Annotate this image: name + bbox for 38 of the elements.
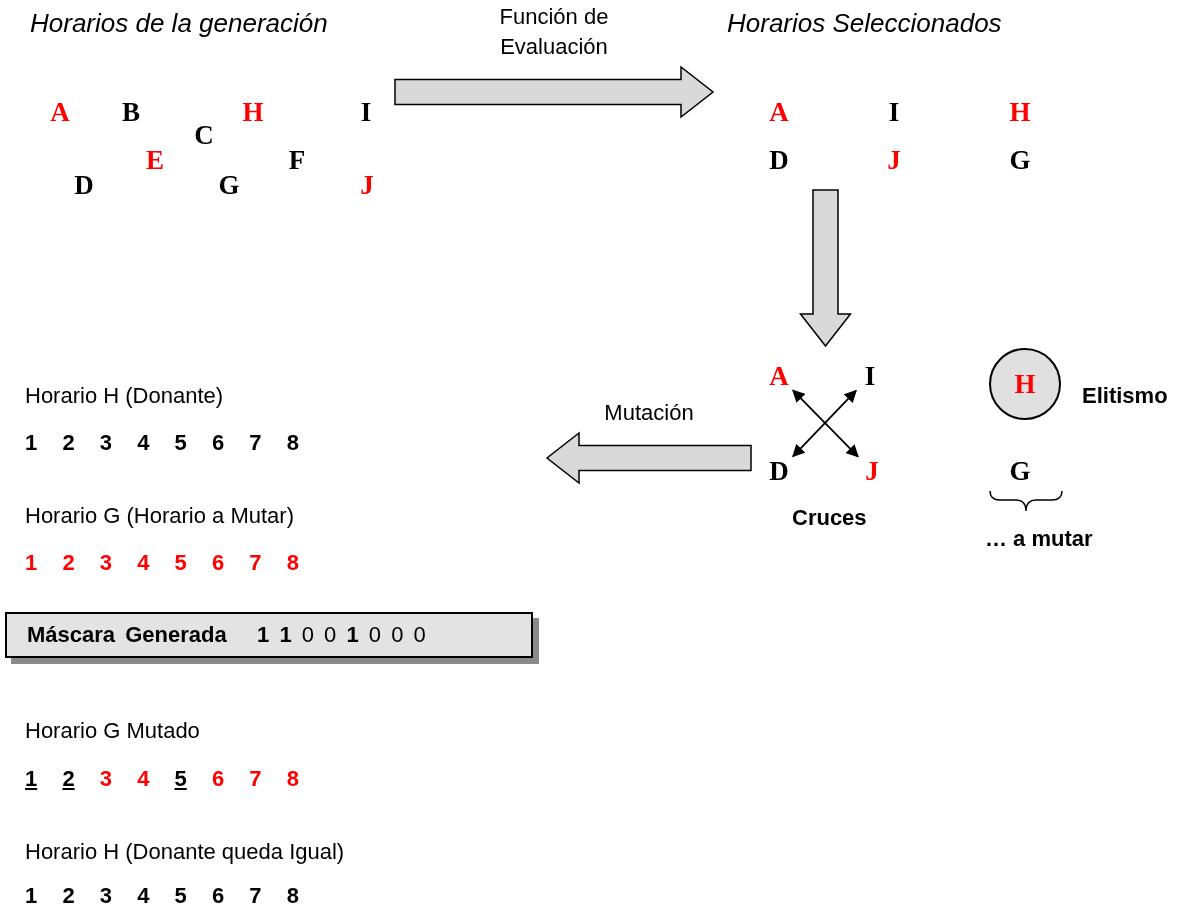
- schedule-letter: F: [283, 144, 311, 176]
- gene-row: 1 2 3 4 5 6 7 8: [25, 550, 299, 576]
- schedule-letter: A: [46, 96, 74, 128]
- schedule-letter: A: [765, 360, 793, 392]
- schedule-letter: G: [1006, 144, 1034, 176]
- schedule-letter: D: [765, 455, 793, 487]
- gene-row: 1 2 3 4 5 6 7 8: [25, 883, 299, 909]
- schedule-label: Horario G (Horario a Mutar): [25, 503, 294, 529]
- schedule-letter: G: [215, 169, 243, 201]
- schedule-label: Horario H (Donante queda Igual): [25, 839, 345, 865]
- schedule-letter: D: [765, 144, 793, 176]
- block-arrow: [545, 431, 752, 485]
- schedule-letter: E: [141, 144, 169, 176]
- block-arrow: [394, 65, 715, 119]
- section-heading: Horarios Seleccionados: [727, 8, 1002, 39]
- schedule-letter: D: [70, 169, 98, 201]
- schedule-letter: I: [856, 360, 884, 392]
- schedule-letter: J: [353, 169, 381, 201]
- block-arrow: [798, 189, 853, 348]
- schedule-letter: J: [880, 144, 908, 176]
- schedule-letter: A: [765, 96, 793, 128]
- node-caption: Elitismo: [1082, 383, 1168, 409]
- schedule-letter: I: [880, 96, 908, 128]
- schedule-letter: B: [117, 96, 145, 128]
- schedule-label: Horario G Mutado: [25, 718, 200, 744]
- schedule-letter: H: [1006, 96, 1034, 128]
- schedule-letter: H: [239, 96, 267, 128]
- section-heading: Horarios de la generación: [30, 8, 328, 39]
- gene-row: 1 2 3 4 5 6 7 8: [25, 430, 299, 456]
- group-caption: Cruces: [792, 504, 867, 532]
- schedule-letter: G: [1006, 455, 1034, 487]
- elite-circle: H: [989, 348, 1061, 420]
- schedule-label: Horario H (Donante): [25, 383, 224, 409]
- schedule-letter: C: [190, 119, 218, 151]
- gene-row: 1 2 3 4 5 6 7 8: [25, 766, 299, 792]
- node-caption: … a mutar: [985, 526, 1093, 552]
- schedule-letter: J: [858, 455, 886, 487]
- schedule-letter: I: [352, 96, 380, 128]
